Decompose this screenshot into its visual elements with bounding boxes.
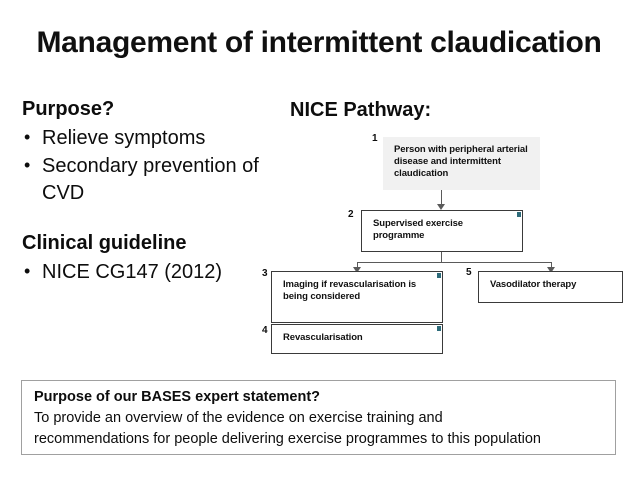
arrow-head-icon xyxy=(547,267,555,273)
pathway-node-4: Revascularisation xyxy=(271,324,443,354)
node-number-3: 3 xyxy=(262,268,268,279)
node-number-5: 5 xyxy=(466,267,472,278)
pathway-node-3-label: Imaging if revascularisation is being co… xyxy=(283,279,417,303)
list-item: NICE CG147 (2012) xyxy=(22,258,288,285)
bases-statement-box: Purpose of our BASES expert statement? T… xyxy=(21,380,616,455)
list-item: Relieve symptoms xyxy=(22,124,288,151)
clinical-guideline-bullet-list: NICE CG147 (2012) xyxy=(22,258,288,285)
purpose-bullet-list: Relieve symptoms Secondary prevention of… xyxy=(22,124,288,206)
clinical-guideline-heading: Clinical guideline xyxy=(22,232,187,255)
info-marker-icon xyxy=(437,273,441,278)
info-marker-icon xyxy=(437,326,441,331)
pathway-node-4-label: Revascularisation xyxy=(283,332,363,343)
node-number-2: 2 xyxy=(348,209,354,220)
statement-line-2: recommendations for people delivering ex… xyxy=(34,431,541,448)
purpose-heading: Purpose? xyxy=(22,98,115,120)
pathway-node-2-label: Supervised exercise programme xyxy=(373,218,463,242)
pathway-node-1-label: Person with peripheral arterial disease … xyxy=(394,144,528,180)
connector-split-right-leg xyxy=(551,262,553,269)
list-item: Secondary prevention of CVD xyxy=(22,152,288,206)
node-number-4: 4 xyxy=(262,325,268,336)
pathway-heading: NICE Pathway: xyxy=(290,99,432,121)
pathway-node-1: Person with peripheral arterial disease … xyxy=(383,137,540,190)
pathway-node-3: Imaging if revascularisation is being co… xyxy=(271,271,443,323)
page-title: Management of intermittent claudication xyxy=(36,26,602,59)
pathway-node-5-label: Vasodilator therapy xyxy=(490,279,577,290)
pathway-node-2: Supervised exercise programme xyxy=(361,210,523,252)
statement-title: Purpose of our BASES expert statement? xyxy=(34,389,321,405)
arrow-head-icon xyxy=(353,267,361,273)
clinical-guideline-block: Clinical guideline NICE CG147 (2012) xyxy=(22,232,288,285)
nice-pathway-diagram: 1 Person with peripheral arterial diseas… xyxy=(262,126,630,371)
node-number-1: 1 xyxy=(372,133,378,144)
pathway-node-5: Vasodilator therapy xyxy=(478,271,623,303)
connector-split-stem xyxy=(441,252,443,263)
info-marker-icon xyxy=(517,212,521,217)
purpose-block: Purpose? Relieve symptoms Secondary prev… xyxy=(22,98,288,206)
connector-1-to-2 xyxy=(441,190,443,204)
connector-split-left-leg xyxy=(357,262,359,269)
connector-split-bar xyxy=(357,262,552,264)
arrow-head-icon xyxy=(437,204,445,210)
left-content-column: Purpose? Relieve symptoms Secondary prev… xyxy=(22,98,288,288)
statement-line-1: To provide an overview of the evidence o… xyxy=(34,410,443,427)
